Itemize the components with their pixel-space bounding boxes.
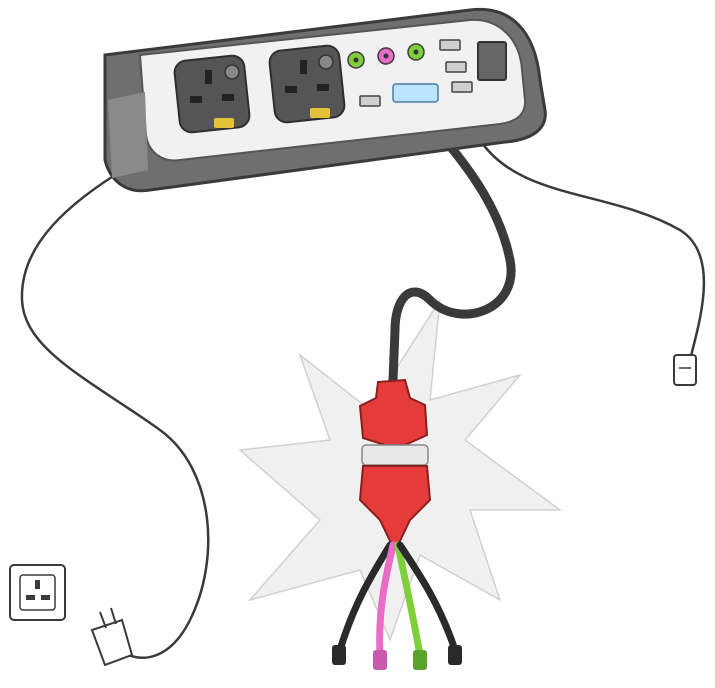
ethernet-port-icon [478,42,506,80]
uk-socket-outlet-icon [268,45,345,124]
wall-socket-icon [10,565,65,620]
lead-plugs [332,645,462,670]
data-cable-icon [393,140,511,380]
uk-socket-outlet-icon [173,55,250,134]
desktop-power-module-icon [105,9,545,190]
ethernet-cable-icon [480,140,704,360]
rj45-plug-icon [674,355,696,385]
cables [22,140,704,658]
video-port-icon [393,84,438,102]
power-adapter-icon [92,608,132,665]
